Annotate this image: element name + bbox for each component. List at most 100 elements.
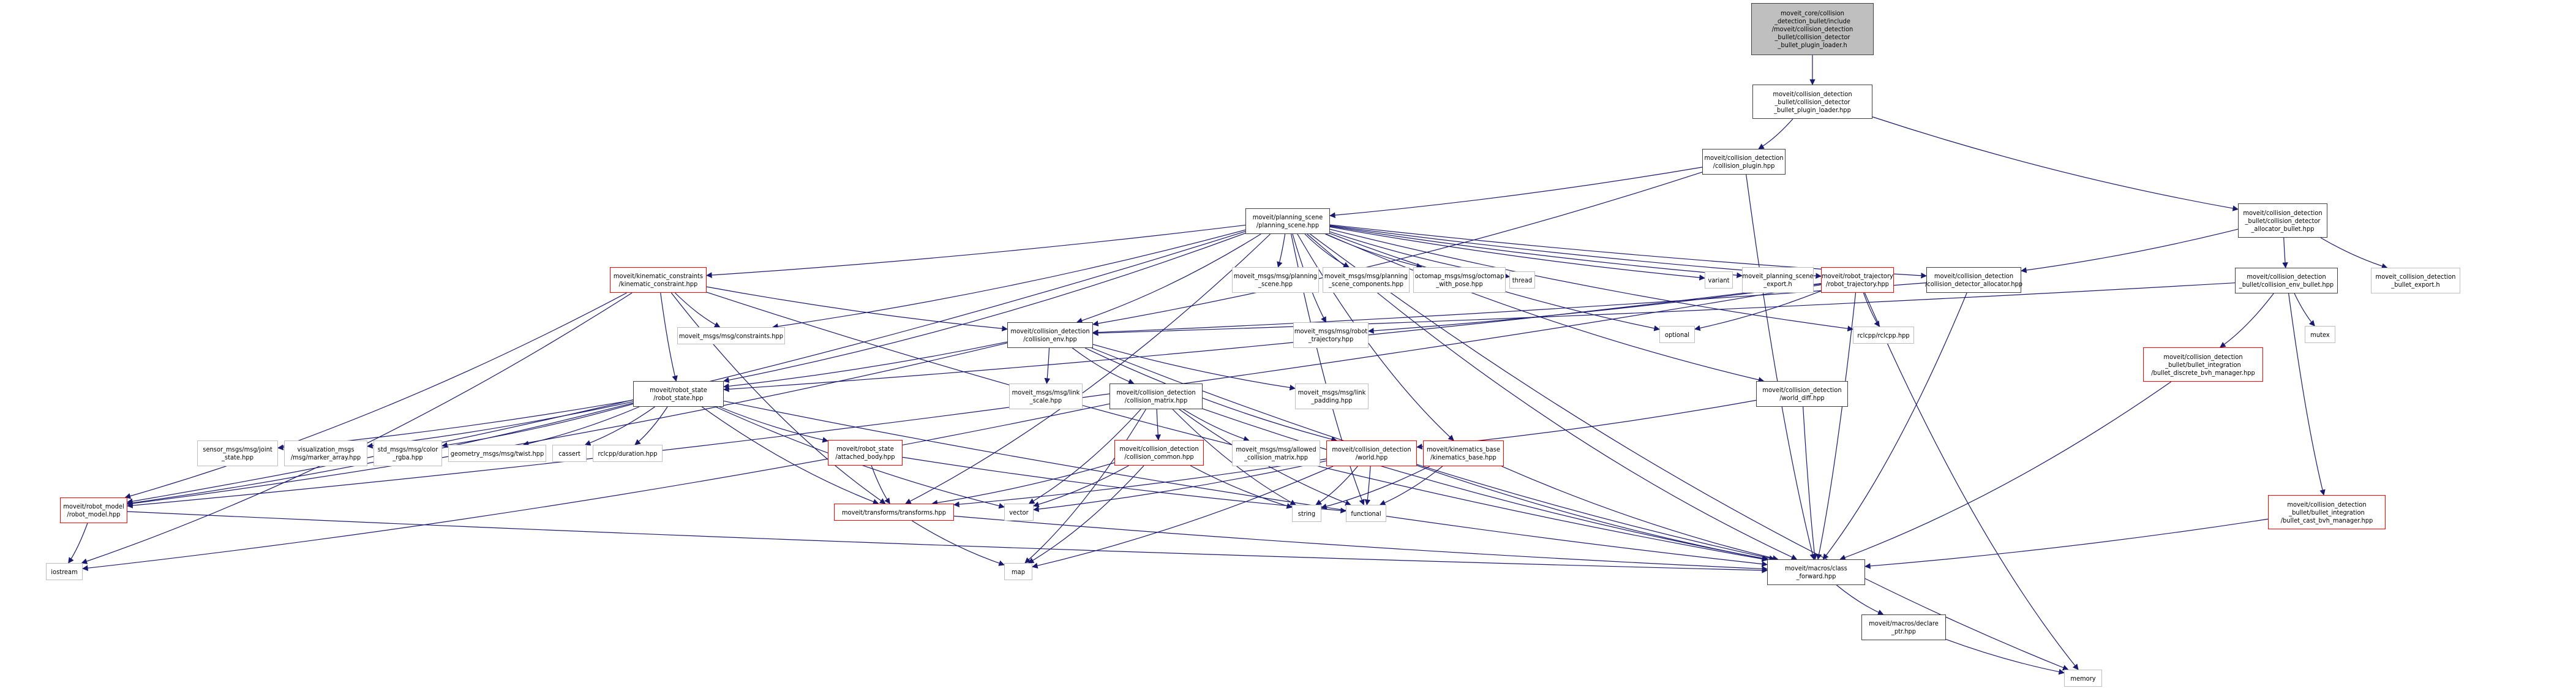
graph-node-joint-state: sensor_msgs/msg/joint _state.hpp bbox=[197, 440, 278, 466]
edge-collision-env-to-link-scale bbox=[1044, 347, 1051, 384]
edge-env-bullet-to-mutex bbox=[2294, 293, 2315, 327]
edge-planning-scene-to-class-forward bbox=[1307, 233, 1798, 560]
edge-world-to-string bbox=[1315, 466, 1358, 505]
graph-node-octomap: octomap_msgs/msg/octomap _with_pose.hpp bbox=[1413, 267, 1506, 293]
graph-node-robot-state[interactable]: moveit/robot_state /robot_state.hpp bbox=[633, 381, 724, 407]
graph-node-robot-trajectory[interactable]: moveit/robot_trajectory /robot_trajector… bbox=[1821, 267, 1894, 293]
edge-collision-env-to-robot-state bbox=[723, 341, 1008, 390]
edge-attached-body-to-functional bbox=[902, 456, 1346, 514]
graph-node-collision-env[interactable]: moveit/collision_detection /collision_en… bbox=[1007, 322, 1093, 348]
edge-robot-state-to-duration bbox=[634, 406, 668, 445]
graph-node-string: string bbox=[1292, 505, 1321, 522]
edge-declare-ptr-to-memory bbox=[1945, 638, 2065, 675]
edge-robot-model-to-class-forward bbox=[127, 511, 1768, 573]
edge-collision-env-to-collision-matrix bbox=[1072, 347, 1135, 385]
graph-node-functional: functional bbox=[1346, 505, 1386, 522]
edge-world-diff-to-class-forward bbox=[1803, 406, 1818, 560]
edge-kinematic-constraint-to-constraints bbox=[675, 292, 721, 328]
edge-robot-state-to-cassert bbox=[584, 406, 655, 446]
edge-world-to-vector bbox=[1033, 460, 1327, 512]
graph-node-alloc-bullet[interactable]: moveit/collision_detection _bullet/colli… bbox=[2238, 203, 2327, 238]
graph-node-discrete-bvh[interactable]: moveit/collision_detection _bullet/bulle… bbox=[2143, 347, 2263, 382]
edge-planning-scene-to-robot-state bbox=[723, 232, 1246, 384]
graph-node-marker-array: visualization_msgs /msg/marker_array.hpp bbox=[284, 440, 367, 466]
edge-robot-model-to-iostream bbox=[68, 523, 88, 564]
edge-robot-state-to-transforms bbox=[701, 406, 879, 505]
graph-node-kinematic-constraint[interactable]: moveit/kinematic_constraints /kinematic_… bbox=[610, 267, 707, 293]
graph-node-msg-robot-traj: moveit_msgs/msg/robot _trajectory.hpp bbox=[1293, 322, 1369, 348]
graph-node-memory: memory bbox=[2064, 670, 2102, 687]
edge-collision-matrix-to-allowed-cm bbox=[1182, 409, 1250, 442]
edge-robot-trajectory-to-class-forward bbox=[1816, 292, 1857, 560]
edge-collision-matrix-to-vector bbox=[1028, 409, 1141, 504]
edge-collision-matrix-to-class-forward bbox=[1202, 408, 1769, 562]
graph-node-class-forward[interactable]: moveit/macros/class _forward.hpp bbox=[1767, 559, 1865, 585]
graph-node-collision-plugin[interactable]: moveit/collision_detection /collision_pl… bbox=[1702, 149, 1786, 175]
graph-node-world[interactable]: moveit/collision_detection /world.hpp bbox=[1326, 440, 1417, 466]
graph-node-collision-common[interactable]: moveit/collision_detection /collision_co… bbox=[1114, 440, 1204, 466]
graph-node-rclcpp: rclcpp/rclcpp.hpp bbox=[1853, 327, 1914, 344]
graph-node-loader-hpp[interactable]: moveit/collision_detection _bullet/colli… bbox=[1752, 85, 1872, 119]
edge-alloc-bullet-to-detector-allocator bbox=[2021, 229, 2239, 273]
edge-transforms-to-map bbox=[911, 520, 1005, 566]
edge-collision-env-to-world bbox=[1084, 347, 1337, 442]
graph-node-vector: vector bbox=[1004, 504, 1034, 521]
edge-planning-scene-to-ps-export bbox=[1329, 225, 1743, 279]
edge-env-bullet-to-discrete-bvh bbox=[2220, 293, 2274, 348]
edge-planning-scene-to-msg-planning-scene bbox=[1277, 233, 1286, 268]
graph-node-declare-ptr[interactable]: moveit/macros/declare _ptr.hpp bbox=[1861, 614, 1946, 640]
edge-kinematics-base-to-class-forward bbox=[1501, 466, 1779, 561]
graph-node-duration: rclcpp/duration.hpp bbox=[593, 445, 663, 462]
edge-transforms-to-class-forward bbox=[953, 515, 1768, 572]
edge-planning-scene-to-variant bbox=[1329, 226, 1705, 281]
edge-planning-scene-to-kinematic-constraint bbox=[706, 224, 1246, 278]
edge-env-bullet-to-collision-env bbox=[1092, 282, 2236, 336]
edge-planning-scene-to-msg-ps-components bbox=[1304, 233, 1350, 268]
graph-node-root[interactable]: moveit_core/collision _detection_bullet/… bbox=[1751, 3, 1874, 55]
edge-kinematic-constraint-to-collision-env bbox=[706, 286, 1008, 332]
edge-world-to-map bbox=[1032, 466, 1334, 569]
graph-node-twist: geometry_msgs/msg/twist.hpp bbox=[448, 445, 546, 462]
graph-node-kinematics-base[interactable]: moveit/kinematics_base /kinematics_base.… bbox=[1423, 440, 1504, 466]
graph-node-constraints: moveit_msgs/msg/constraints.hpp bbox=[677, 327, 785, 344]
graph-node-detector-allocator[interactable]: moveit/collision_detection /collision_de… bbox=[1925, 267, 2022, 293]
graph-node-robot-model[interactable]: moveit/robot_model /robot_model.hpp bbox=[60, 497, 127, 523]
graph-node-env-bullet[interactable]: moveit/collision_detection _bullet/colli… bbox=[2235, 268, 2338, 293]
edge-robot-trajectory-to-rclcpp bbox=[1863, 292, 1880, 327]
edge-kinematic-constraint-to-robot-model bbox=[124, 292, 627, 499]
graph-node-allowed-cm: moveit_msgs/msg/allowed _collision_matri… bbox=[1232, 440, 1320, 466]
graph-node-thread: thread bbox=[1509, 271, 1535, 289]
edge-kinematic-constraint-to-robot-state bbox=[660, 292, 678, 382]
edge-loader-hpp-to-collision-plugin bbox=[1758, 118, 1793, 149]
edge-planning-scene-to-world-diff bbox=[1326, 233, 1765, 383]
graph-node-link-scale: moveit_msgs/msg/link _scale.hpp bbox=[1009, 384, 1083, 409]
edge-collision-plugin-to-collision-env bbox=[1092, 172, 1703, 327]
graph-node-world-diff[interactable]: moveit/collision_detection /world_diff.h… bbox=[1756, 381, 1848, 407]
graph-node-transforms[interactable]: moveit/transforms/transforms.hpp bbox=[834, 504, 954, 521]
edge-robot-state-to-class-forward bbox=[723, 401, 1768, 567]
graph-node-cast-bvh[interactable]: moveit/collision_detection _bullet/bulle… bbox=[2268, 495, 2386, 529]
edge-kinematics-base-to-string bbox=[1321, 466, 1430, 510]
edge-class-forward-to-declare-ptr bbox=[1836, 584, 1884, 615]
graph-node-ps-export: moveit_planning_scene _export.h bbox=[1742, 267, 1814, 293]
graph-node-variant: variant bbox=[1705, 271, 1733, 289]
graph-node-color-rgba: std_msgs/msg/color _rgba.hpp bbox=[374, 440, 442, 466]
edge-alloc-bullet-to-env-bullet bbox=[2282, 237, 2288, 268]
graph-node-attached-body[interactable]: moveit/robot_state /attached_body.hpp bbox=[828, 440, 903, 466]
edge-attached-body-to-transforms bbox=[871, 465, 890, 504]
edge-alloc-bullet-to-bullet-export bbox=[2320, 237, 2388, 269]
edge-world-to-transforms bbox=[953, 458, 1327, 507]
edge-robot-trajectory-to-memory bbox=[1864, 292, 2079, 670]
graph-node-msg-ps-components: moveit_msgs/msg/planning _scene_componen… bbox=[1323, 267, 1410, 293]
edge-collision-matrix-to-map bbox=[1024, 409, 1146, 564]
graph-node-planning-scene[interactable]: moveit/planning_scene /planning_scene.hp… bbox=[1245, 208, 1330, 234]
graph-node-cassert: cassert bbox=[552, 445, 587, 462]
graph-node-iostream: iostream bbox=[46, 563, 83, 580]
edge-collision-matrix-to-iostream bbox=[82, 403, 1110, 571]
graph-node-collision-matrix[interactable]: moveit/collision_detection /collision_ma… bbox=[1110, 384, 1203, 409]
edge-robot-state-to-marker-array bbox=[367, 401, 634, 449]
edge-planning-scene-to-collision-env bbox=[1076, 233, 1261, 323]
edge-collision-plugin-to-planning-scene bbox=[1329, 167, 1703, 219]
